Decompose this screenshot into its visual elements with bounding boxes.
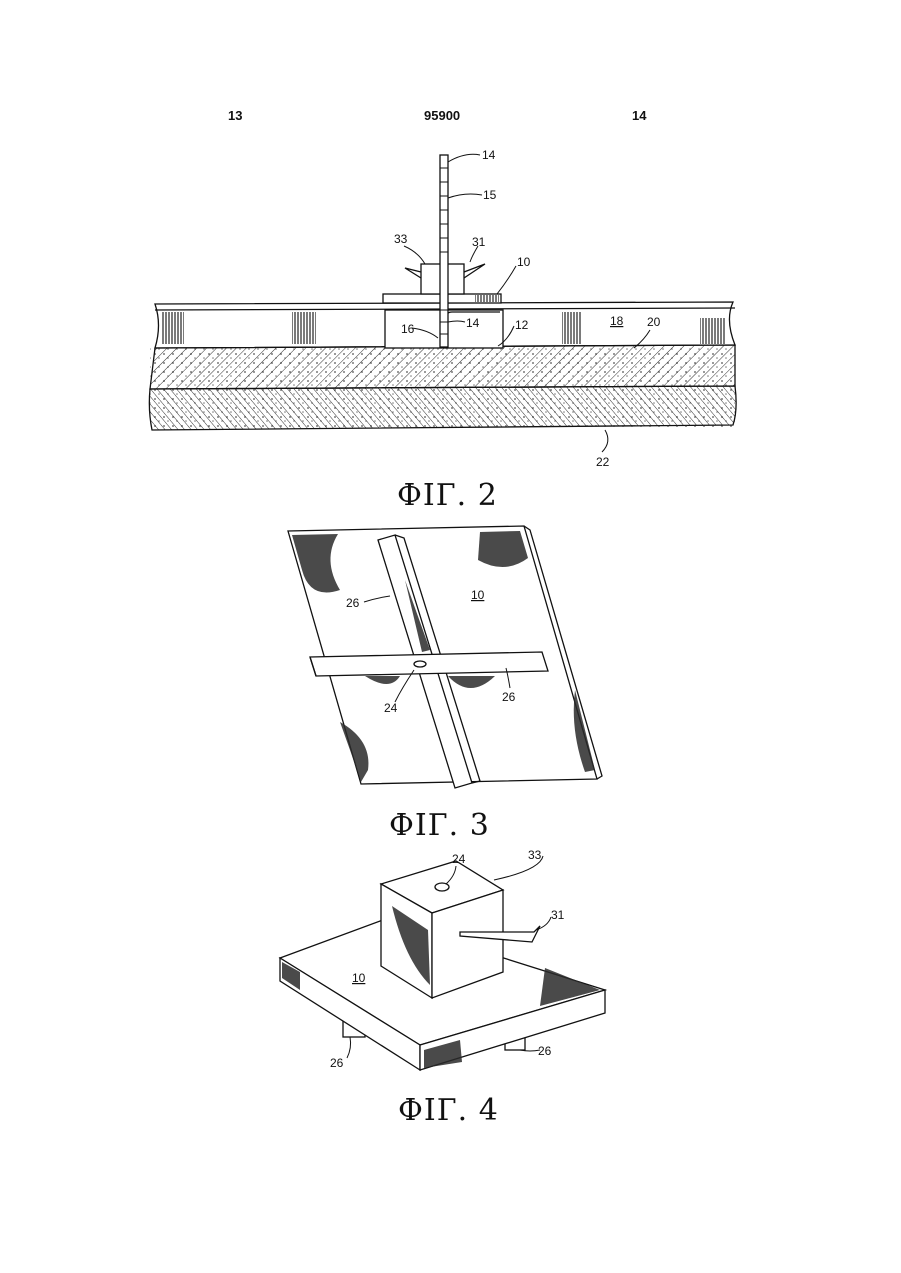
label-26: 26: [346, 596, 360, 610]
label-31: 31: [551, 908, 565, 922]
label-24: 24: [452, 852, 466, 866]
flag-left: [405, 268, 421, 278]
label-31: 31: [472, 235, 486, 249]
label-10: 10: [352, 971, 366, 985]
horizontal-rib: [310, 652, 548, 676]
figure-2-drawing: 14 15 33 31 10 16 14 12 18 20 22: [0, 0, 901, 480]
measuring-tape: [440, 155, 448, 347]
label-10: 10: [517, 255, 531, 269]
label-24: 24: [384, 701, 398, 715]
label-26-left: 26: [330, 1056, 344, 1070]
figure-4-drawing: 24 33 31 10 26 26: [0, 845, 901, 1085]
label-14-lower: 14: [466, 316, 480, 330]
label-16: 16: [401, 322, 415, 336]
label-15: 15: [483, 188, 497, 202]
label-14: 14: [482, 148, 496, 162]
label-18: 18: [610, 314, 624, 328]
flag-right: [464, 264, 485, 278]
figure-4-caption: ФІГ. 4: [398, 1093, 499, 1128]
label-33: 33: [394, 232, 408, 246]
label-26-lower: 26: [502, 690, 516, 704]
label-33: 33: [528, 848, 542, 862]
figure-3-drawing: 26 10 24 26: [0, 510, 901, 810]
figure-3-caption: ФІГ. 3: [389, 808, 490, 843]
figure-2-caption: ФІГ. 2: [397, 478, 498, 513]
label-20: 20: [647, 315, 661, 329]
label-12: 12: [515, 318, 529, 332]
label-26-right: 26: [538, 1044, 552, 1058]
label-10: 10: [471, 588, 485, 602]
label-22: 22: [596, 455, 610, 469]
